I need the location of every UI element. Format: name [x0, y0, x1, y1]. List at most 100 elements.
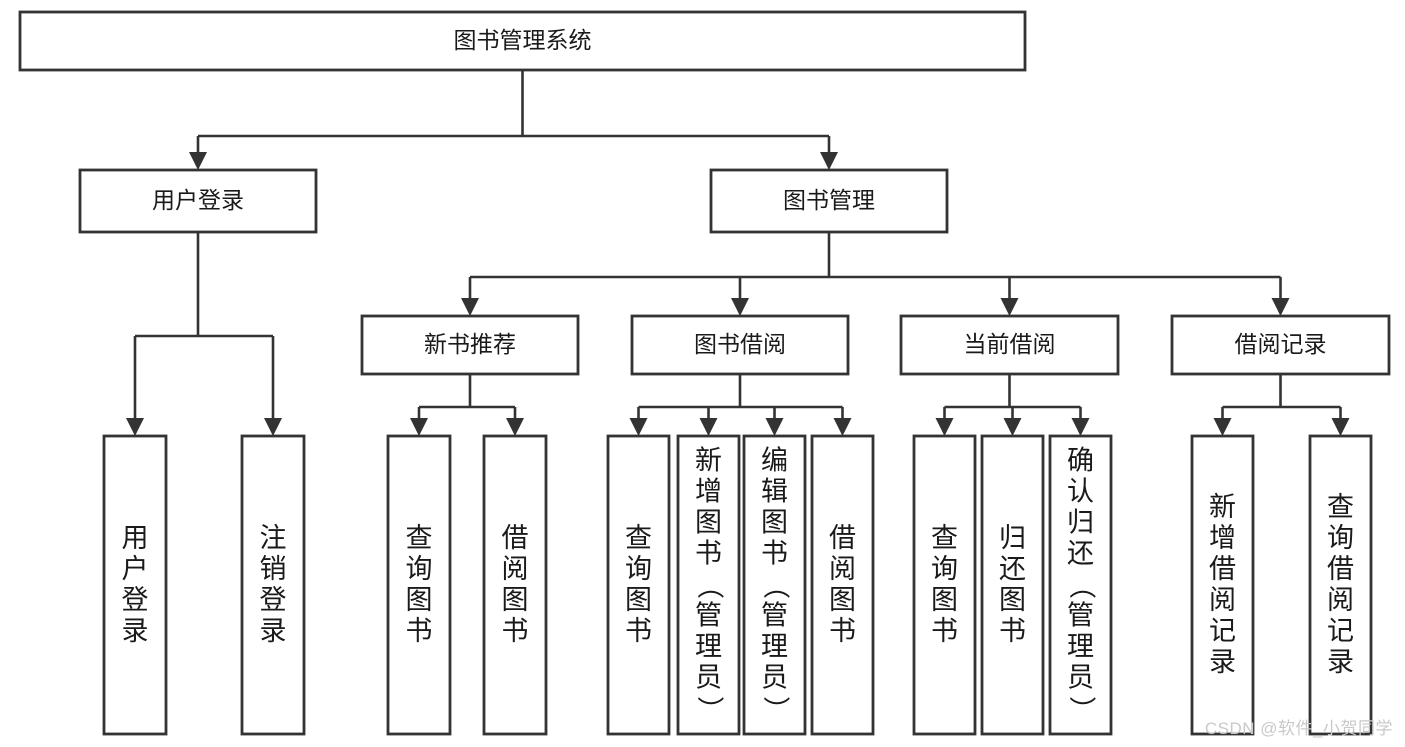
node-label-char: 借: [829, 523, 856, 553]
node-label-char: 增: [695, 477, 722, 507]
node-level3-0[interactable]: 新书推荐: [360, 314, 580, 376]
node-label-char: （: [695, 572, 725, 599]
node-label-char: 理: [761, 632, 788, 662]
node-label: 图书管理系统: [454, 27, 592, 53]
node-root[interactable]: 图书管理系统: [18, 10, 1027, 72]
node-label-char: 图: [625, 585, 652, 615]
node-level3-2[interactable]: 当前借阅: [899, 314, 1120, 376]
node-label-char: 录: [1327, 647, 1354, 677]
node-label-char: 图: [406, 585, 433, 615]
node-label-char: 登: [122, 585, 149, 615]
node-label-char: ）: [1067, 696, 1097, 723]
node-level2-0[interactable]: 用户登录: [78, 168, 318, 234]
node-label-char: 图: [761, 508, 788, 538]
node-label-char: （: [761, 572, 791, 599]
node-label-char: 辑: [761, 477, 788, 507]
node-leaf-0[interactable]: 用户登录: [102, 434, 168, 736]
node-label-char: 阅: [829, 554, 856, 584]
node-label-char: 理: [1067, 632, 1094, 662]
node-label-char: 还: [1067, 539, 1094, 569]
node-label-char: 查: [931, 523, 958, 553]
node-label-char: 图: [502, 585, 529, 615]
node-label-char: 销: [260, 554, 287, 584]
node-level3-1[interactable]: 图书借阅: [630, 314, 850, 376]
node-label-char: 书: [406, 616, 433, 646]
node-label-char: 新: [695, 446, 722, 476]
node-label-char: 书: [761, 539, 788, 569]
node-label-char: 查: [406, 523, 433, 553]
node-label-char: 借: [1209, 554, 1236, 584]
node-label-char: 员: [695, 663, 722, 693]
node-label-char: 增: [1209, 523, 1236, 553]
node-label-char: 查: [625, 523, 652, 553]
node-label-char: 用: [122, 523, 149, 553]
node-label-char: 借: [1327, 554, 1354, 584]
node-label-char: 归: [999, 523, 1026, 553]
node-label-char: 询: [406, 554, 433, 584]
node-label-char: 记: [1209, 616, 1236, 646]
node-label-char: 书: [502, 616, 529, 646]
node-label-char: 理: [695, 632, 722, 662]
node-level3-3[interactable]: 借阅记录: [1170, 314, 1391, 376]
node-label-char: 管: [761, 601, 788, 631]
node-label: 图书管理: [783, 187, 875, 213]
node-label-char: 图: [931, 585, 958, 615]
node-label-char: 员: [761, 663, 788, 693]
node-label-char: 借: [502, 523, 529, 553]
node-label-char: 录: [122, 616, 149, 646]
node-label-char: 管: [695, 601, 722, 631]
node-label-char: 认: [1067, 477, 1094, 507]
node-label-char: 询: [931, 554, 958, 584]
node-label: 新书推荐: [424, 331, 516, 357]
node-label-char: 阅: [502, 554, 529, 584]
node-label-char: 查: [1327, 492, 1354, 522]
node-label-char: 注: [260, 523, 287, 553]
node-label-char: 记: [1327, 616, 1354, 646]
node-label-char: 图: [695, 508, 722, 538]
node-label-char: 阅: [1209, 585, 1236, 615]
node-label-char: 管: [1067, 601, 1094, 631]
node-label-char: 书: [695, 539, 722, 569]
node-label-char: 图: [829, 585, 856, 615]
node-label-char: 书: [625, 616, 652, 646]
watermark-text: CSDN @软件_小贺同学: [1204, 719, 1393, 738]
node-label-char: 编: [761, 446, 788, 476]
node-label-char: 询: [625, 554, 652, 584]
node-label: 当前借阅: [964, 331, 1056, 357]
node-label-char: 新: [1209, 492, 1236, 522]
connector-edges: [125, 70, 1350, 437]
node-label-char: 书: [829, 616, 856, 646]
node-boxes: 图书管理系统用户登录图书管理新书推荐图书借阅当前借阅借阅记录用户登录注销登录查询…: [18, 10, 1391, 736]
node-label-char: 户: [122, 554, 149, 584]
node-label-char: 归: [1067, 508, 1094, 538]
node-label-char: 确: [1067, 446, 1094, 476]
node-label-char: 登: [260, 585, 287, 615]
node-label-char: 录: [260, 616, 287, 646]
node-label-char: 书: [931, 616, 958, 646]
node-label-char: 员: [1067, 663, 1094, 693]
node-label-char: ）: [761, 696, 791, 723]
node-label-char: 书: [999, 616, 1026, 646]
node-label-char: 录: [1209, 647, 1236, 677]
node-label: 图书借阅: [694, 331, 786, 357]
node-label-char: （: [1067, 572, 1097, 599]
node-label-char: 阅: [1327, 585, 1354, 615]
node-level2-1[interactable]: 图书管理: [709, 168, 949, 234]
node-label-char: 还: [999, 554, 1026, 584]
node-label-char: ）: [695, 696, 725, 723]
node-label: 用户登录: [152, 187, 244, 213]
